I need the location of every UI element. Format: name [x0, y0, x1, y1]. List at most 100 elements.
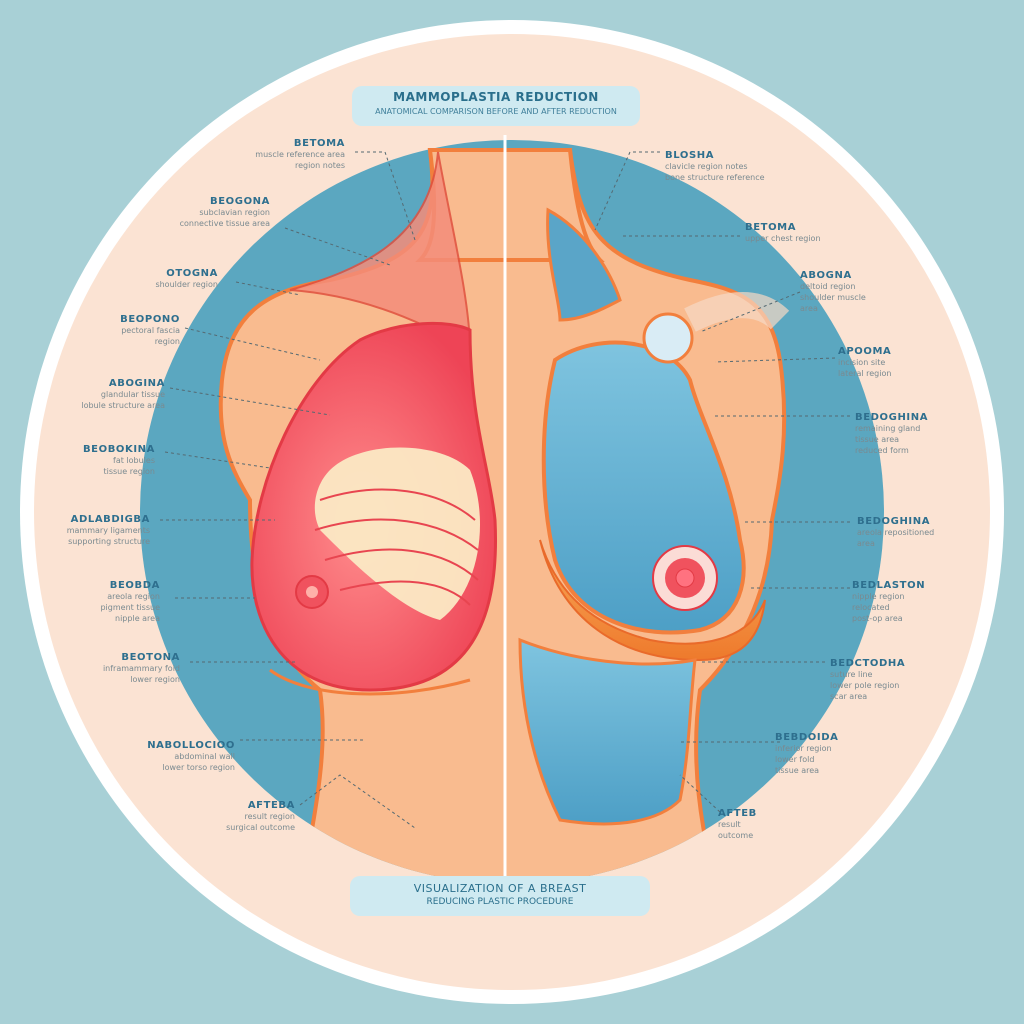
right-label-name: AFTEB	[718, 808, 757, 819]
left-label-desc: region	[154, 337, 180, 346]
right-label-desc: tissue area	[775, 766, 820, 775]
left-label-name: ABOGINA	[108, 378, 165, 389]
right-label-name: BEDCTODHA	[830, 658, 906, 669]
left-label-desc: tissue region	[103, 467, 155, 476]
right-label-name: BEDLASTON	[852, 580, 926, 591]
left-label-desc: lobule structure area	[81, 401, 165, 410]
right-label-desc: nipple region	[852, 592, 905, 601]
right-lower-blue	[518, 637, 697, 826]
title-box: MAMMOPLASTIA REDUCTION ANATOMICAL COMPAR…	[352, 86, 640, 126]
left-label-desc: mammary ligaments	[66, 526, 150, 535]
right-label-desc: result	[718, 820, 741, 829]
right-label-desc: areola repositioned	[857, 528, 935, 537]
right-label-name: BETOMA	[745, 222, 797, 233]
caption-line-2: REDUCING PLASTIC PROCEDURE	[426, 897, 574, 907]
right-label-desc: upper chest region	[745, 234, 821, 243]
right-label-desc: tissue area	[855, 435, 900, 444]
left-label-desc: pigment tissue	[100, 603, 160, 612]
right-label-name: BEDOGHINA	[857, 516, 931, 527]
diagram-subtitle: ANATOMICAL COMPARISON BEFORE AND AFTER R…	[375, 107, 617, 116]
right-label-desc: lower pole region	[830, 681, 900, 690]
left-label-desc: surgical outcome	[226, 823, 295, 832]
left-label-desc: areola region	[107, 592, 160, 601]
right-label-name: APOOMA	[838, 346, 892, 357]
left-leader-lines	[160, 151, 416, 829]
left-label-name: BEOBDA	[109, 580, 160, 591]
right-nipple	[675, 568, 695, 588]
caption-box: VISUALIZATION OF A BREAST REDUCING PLAST…	[350, 876, 650, 916]
right-upper-blue	[546, 207, 622, 322]
left-label-desc: shoulder region	[155, 280, 218, 289]
right-label-desc: clavicle region notes	[665, 162, 748, 171]
left-label-desc: result region	[244, 812, 295, 821]
right-label-name: BEBDOIDA	[775, 732, 839, 743]
right-label-desc: relocated	[852, 603, 890, 612]
left-label-desc: abdominal wall	[174, 752, 235, 761]
right-label-desc: lateral region	[838, 369, 892, 378]
right-label-desc: inferior region	[775, 744, 832, 753]
right-label-name: ABOGNA	[800, 270, 852, 281]
right-label-desc: area	[800, 304, 818, 313]
right-label-desc: remaining gland	[855, 424, 921, 433]
left-label-desc: connective tissue area	[179, 219, 270, 228]
left-label-desc: fat lobules	[113, 456, 155, 465]
left-label-desc: supporting structure	[68, 537, 150, 546]
right-label-desc: lower fold	[775, 755, 815, 764]
left-label-name: ADLABDIGBA	[70, 514, 150, 525]
left-label-name: BETOMA	[293, 138, 345, 149]
left-label-desc: nipple area	[115, 614, 160, 623]
left-label-desc: glandular tissue	[100, 390, 165, 399]
left-label-desc: lower region	[130, 675, 180, 684]
right-label-desc: incision site	[838, 358, 886, 367]
right-lower-band	[539, 539, 766, 662]
left-label-name: BEOTONA	[121, 652, 180, 663]
left-label-desc: region notes	[294, 161, 345, 170]
left-neck-muscle	[289, 151, 472, 352]
left-label-desc: lower torso region	[162, 763, 235, 772]
diagram-title: MAMMOPLASTIA REDUCTION	[393, 90, 599, 104]
right-label-desc: post-op area	[852, 614, 903, 623]
left-ligament-lines	[314, 488, 479, 606]
right-label-desc: reduced form	[855, 446, 909, 455]
right-label-name: BEDOGHINA	[855, 412, 929, 423]
right-label-desc: shoulder muscle	[800, 293, 866, 302]
right-label-desc: scar area	[830, 692, 868, 701]
left-label-desc: subclavian region	[199, 208, 270, 217]
left-label-name: BEOPONO	[120, 314, 180, 325]
caption-line-1: VISUALIZATION OF A BREAST	[413, 882, 587, 895]
left-inframammary-fold	[269, 668, 471, 696]
right-leader-lines	[594, 151, 850, 813]
right-label-desc: area	[857, 539, 875, 548]
left-label-name: BEOBOKINA	[82, 444, 155, 455]
right-incision-marker	[642, 312, 694, 364]
left-label-desc: inframammary fold	[102, 664, 180, 673]
right-label-desc: deltoid region	[800, 282, 856, 291]
left-label-name: NABOLLOCIOO	[147, 740, 235, 751]
left-label-desc: muscle reference area	[255, 150, 345, 159]
left-nipple	[306, 586, 318, 598]
left-label-name: AFTEBA	[247, 800, 295, 811]
right-label-desc: outcome	[718, 831, 754, 840]
left-label-name: BEOGONA	[210, 196, 270, 207]
right-shoulder-highlight	[684, 292, 790, 332]
